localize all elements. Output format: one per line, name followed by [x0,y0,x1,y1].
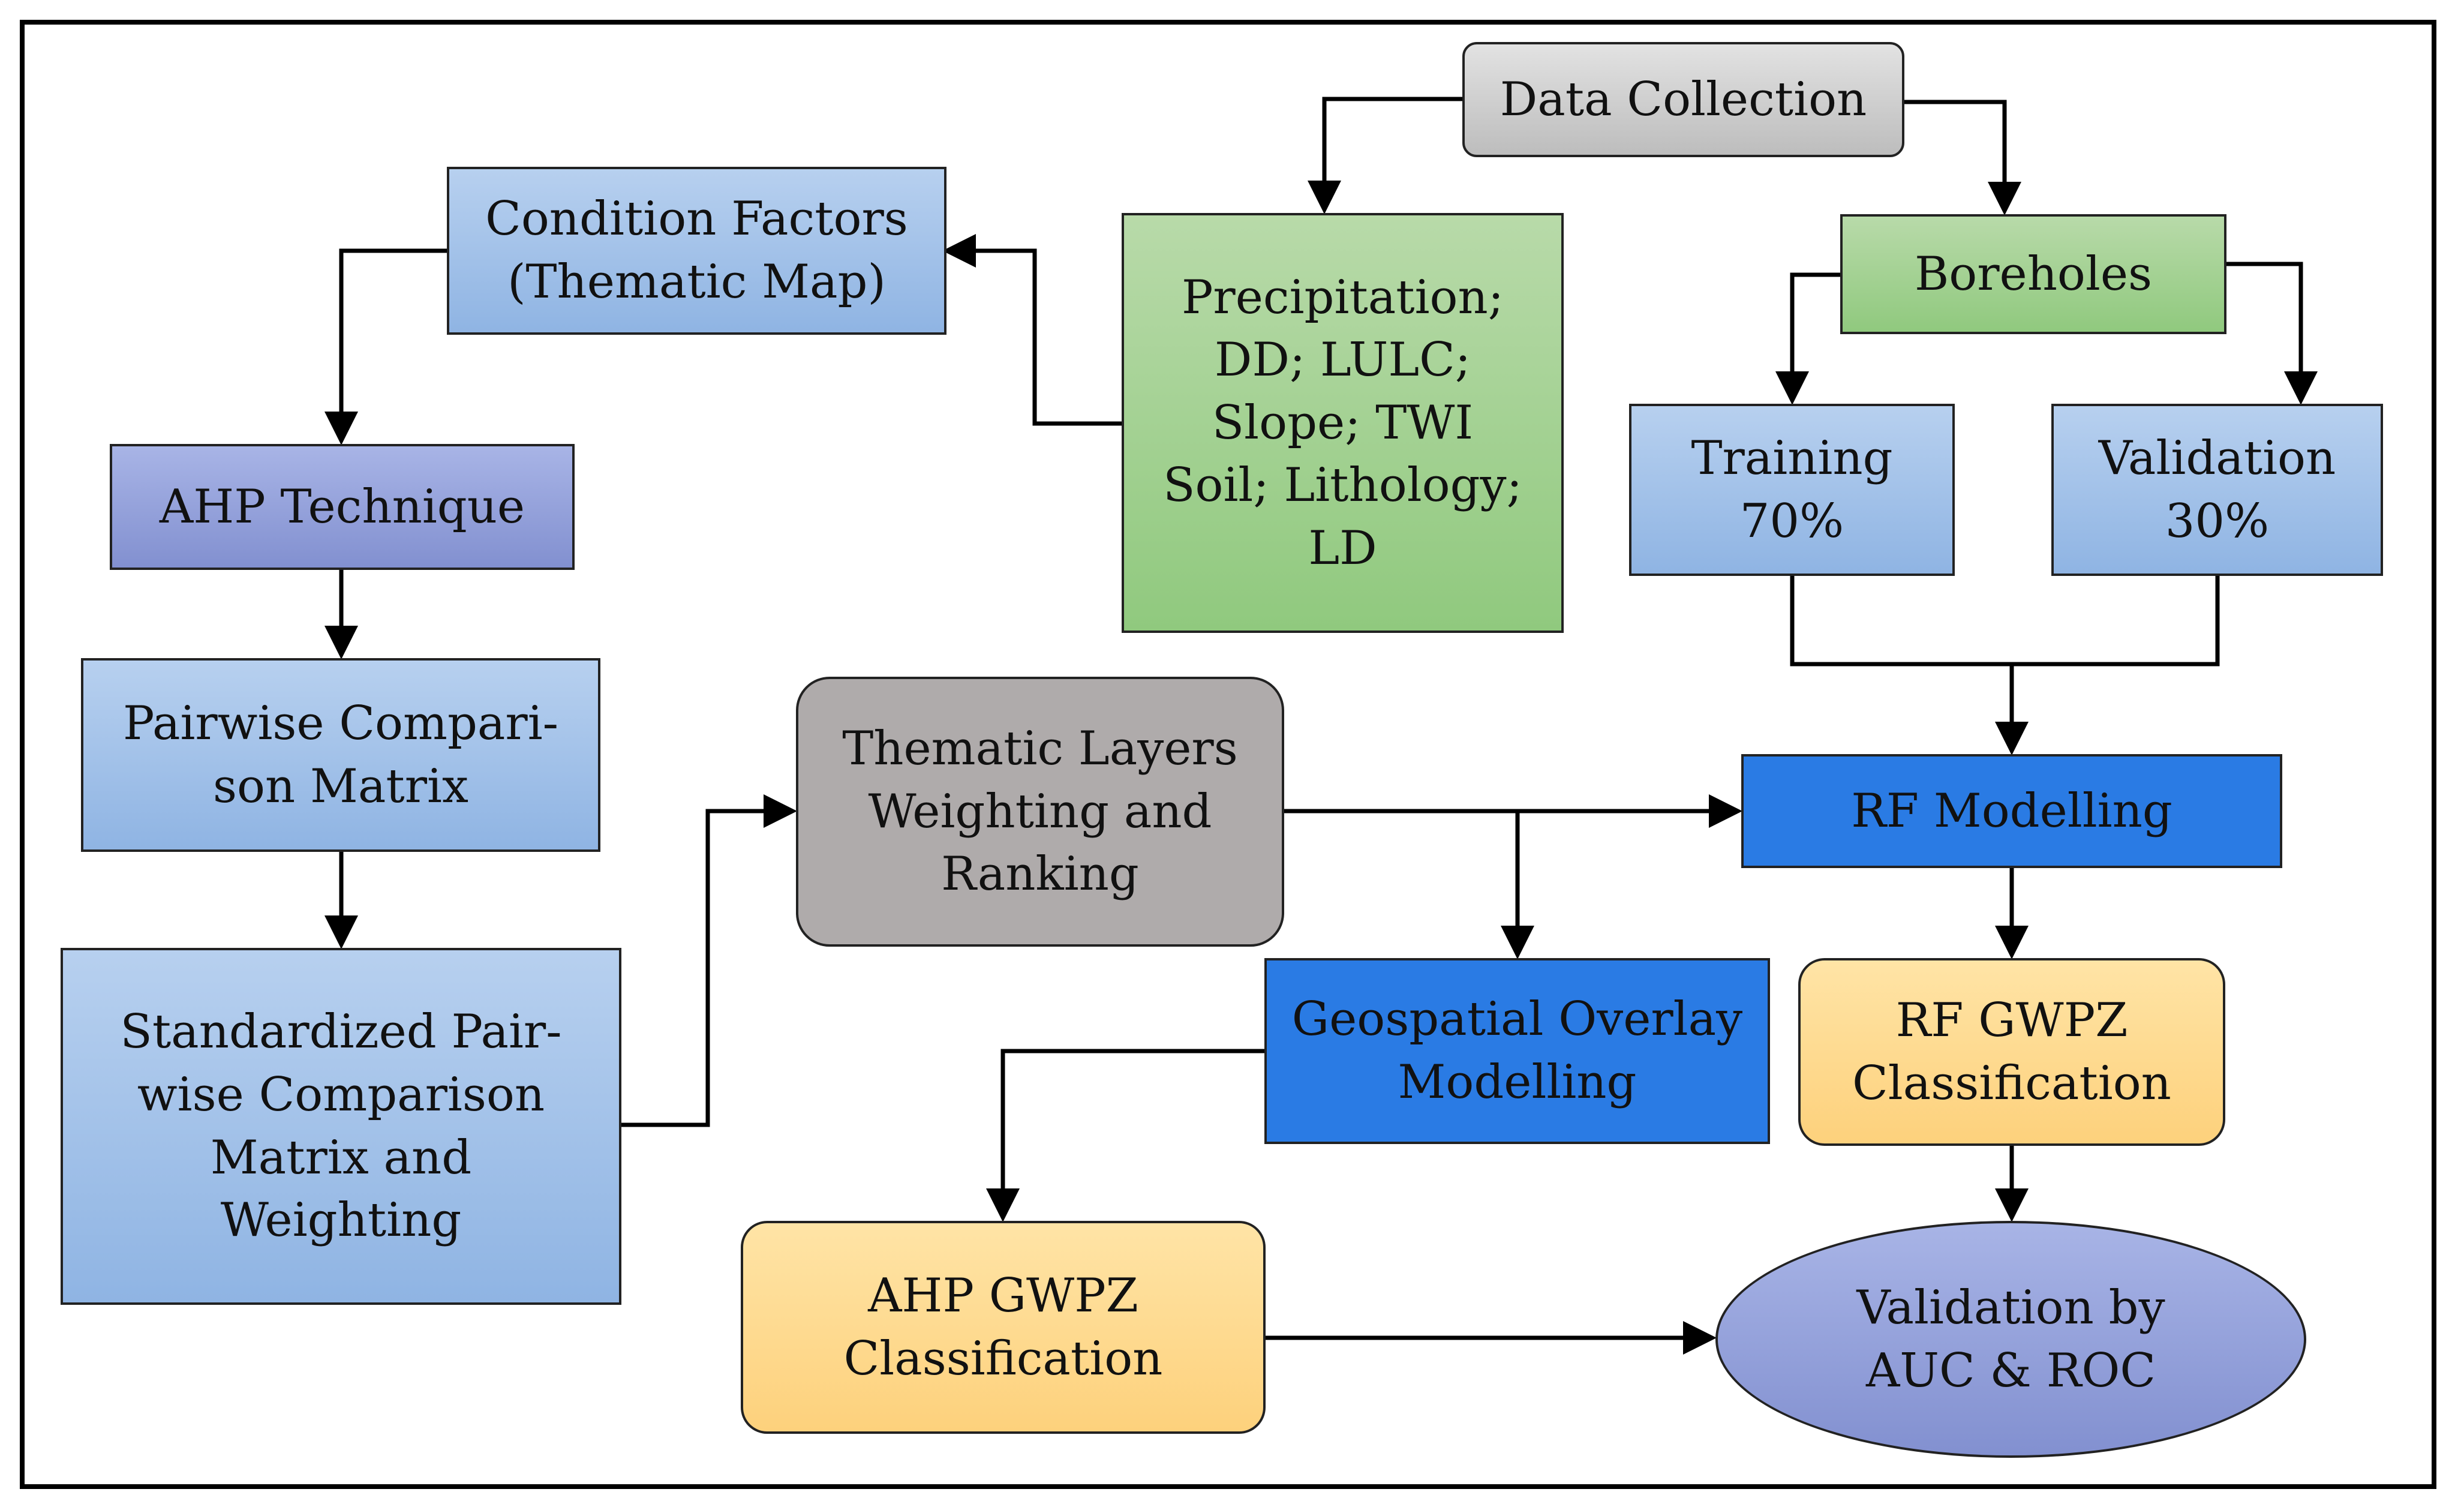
rf-gwpz-box: RF GWPZ Classification [1798,958,2225,1146]
validation-split-label: Validation 30% [2098,431,2336,548]
condition-factors-box: Condition Factors (Thematic Map) [447,167,946,335]
boreholes-box: Boreholes [1840,214,2226,334]
standardized-matrix-label: Standardized Pair- wise Comparison Matri… [120,1005,562,1248]
ahp-technique-label: AHP Technique [159,479,525,534]
validation-split-box: Validation 30% [2051,404,2383,576]
thematic-layers-box: Thematic Layers Weighting and Ranking [796,677,1284,947]
data-collection-label: Data Collection [1500,72,1867,127]
geospatial-overlay-box: Geospatial Overlay Modelling [1264,958,1770,1144]
ahp-gwpz-label: AHP GWPZ Classification [843,1268,1163,1386]
arrow-datacollection-to-factors [1308,97,1462,214]
training-label: Training 70% [1691,431,1893,548]
training-box: Training 70% [1629,404,1955,576]
standardized-matrix-box: Standardized Pair- wise Comparison Matri… [61,948,621,1305]
ahp-technique-box: AHP Technique [110,444,575,570]
pairwise-matrix-box: Pairwise Compari- son Matrix [81,658,600,852]
arrow-factors-to-conditionfactors [942,234,1122,426]
rf-modelling-label: RF Modelling [1851,783,2172,838]
arrow-datacollection-to-boreholes [1904,100,2021,215]
arrow-standardized-to-thematic [621,794,797,1127]
data-collection-box: Data Collection [1462,42,1904,157]
arrow-geospatial-to-ahpgwpz [986,1049,1264,1222]
ahp-gwpz-box: AHP GWPZ Classification [741,1221,1266,1434]
rf-modelling-box: RF Modelling [1741,754,2282,868]
thematic-layers-label: Thematic Layers Weighting and Ranking [842,722,1238,902]
pairwise-matrix-label: Pairwise Compari- son Matrix [122,696,559,813]
precipitation-factors-box: Precipitation; DD; LULC; Slope; TWI Soil… [1122,213,1564,633]
validation-auc-label: Validation by AUC & ROC [1856,1280,2165,1398]
geospatial-overlay-label: Geospatial Overlay Modelling [1291,992,1743,1109]
diagram-frame [20,20,2436,1489]
arrow-boreholes-to-training [1775,272,1840,405]
boreholes-label: Boreholes [1914,247,2153,301]
rf-gwpz-label: RF GWPZ Classification [1852,993,2171,1110]
condition-factors-label: Condition Factors (Thematic Map) [485,192,908,309]
arrow-conditionfactors-to-ahp [324,248,447,445]
validation-auc-ellipse: Validation by AUC & ROC [1715,1221,2306,1458]
precipitation-factors-label: Precipitation; DD; LULC; Slope; TWI Soil… [1163,270,1522,575]
arrow-boreholes-to-validation [2226,262,2318,405]
line-training-join [1790,576,2220,667]
